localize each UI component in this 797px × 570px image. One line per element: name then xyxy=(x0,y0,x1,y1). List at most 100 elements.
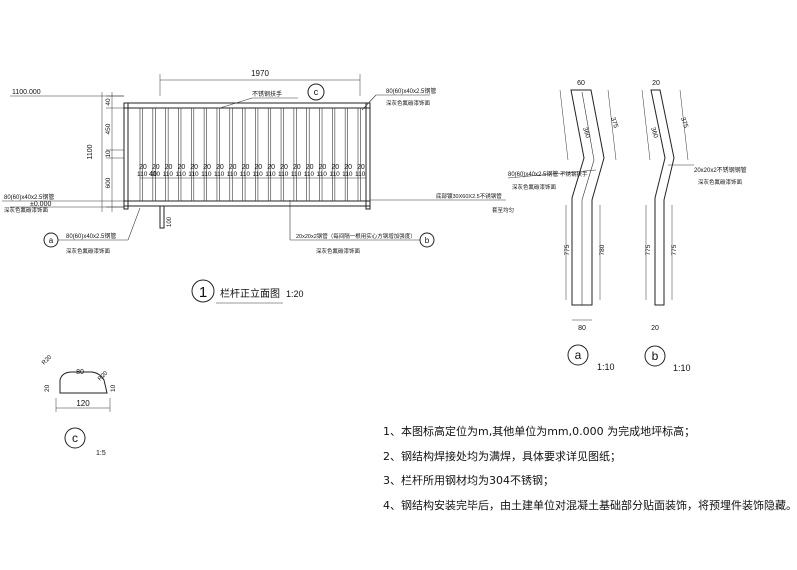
top-rail xyxy=(123,102,371,109)
detail-c-r2: R20 xyxy=(97,370,109,382)
detail-b-callout: b xyxy=(652,349,659,363)
seg-100-text: 100 xyxy=(167,216,173,227)
leader-line xyxy=(507,169,597,179)
pitch-top-label: 20 xyxy=(152,164,160,171)
detail-b: 20 360 375 775 775 20 20x20x2不锈钢钢管 深灰色氟碳… xyxy=(641,80,747,373)
baluster xyxy=(293,107,297,202)
baluster xyxy=(190,107,195,202)
detail-b-outline xyxy=(650,89,675,306)
baluster xyxy=(344,107,348,202)
pitch-top-label: 20 xyxy=(229,164,237,171)
seg-10-text: 10 xyxy=(105,150,112,158)
detail-a-dim1: 360 xyxy=(581,126,591,139)
detail-b-tube-label: 20x20x2不锈钢钢管 xyxy=(694,166,747,174)
baluster-label: 20x20x2钢管（每间隔一根用实心方钢增加强度） xyxy=(296,232,416,240)
level-top-text: 1100.000 xyxy=(12,89,41,96)
baluster xyxy=(357,107,361,202)
dim-line xyxy=(607,89,617,161)
baluster xyxy=(255,107,259,202)
callout-b-letter: b xyxy=(425,236,430,245)
detail-b-scale: 1:10 xyxy=(673,363,691,373)
callout-b-circle xyxy=(419,232,435,248)
cad-drawing: 1970 1100.000 ±0.000 1100 40 450 10 600 … xyxy=(2,69,747,457)
baluster xyxy=(139,107,143,202)
detail-a-top-dim: 60 xyxy=(577,80,585,87)
center-line xyxy=(581,159,595,201)
baluster xyxy=(178,107,182,202)
detail-a-dim2: 375 xyxy=(609,116,619,129)
pitch-top-label: 20 xyxy=(216,164,224,171)
pitch-bottom-label: 110 xyxy=(265,171,276,178)
bottom-left-tube-finish: 深灰色氟碳漆饰面 xyxy=(66,247,111,255)
detail-b-top-dim: 20 xyxy=(652,80,660,87)
baluster xyxy=(229,107,233,202)
baluster xyxy=(332,107,336,202)
pitch-top-label: 20 xyxy=(190,164,198,171)
detail-c-profile xyxy=(59,371,108,394)
baluster xyxy=(267,107,272,202)
pitch-bottom-label: 110 xyxy=(342,171,353,178)
leader-line xyxy=(219,97,253,109)
detail-a-bottom-dim: 80 xyxy=(578,325,586,332)
note-4: 4、钢结构安装完毕后，由土建单位对混凝土基础部分贴面装饰，将预埋件装饰隐藏。 xyxy=(383,498,797,512)
left-post xyxy=(123,102,129,210)
pitch-top-label: 20 xyxy=(344,164,352,171)
baluster xyxy=(319,107,323,202)
pitch-top-label: 20 xyxy=(293,164,301,171)
pitch-bottom-label: 110 xyxy=(278,171,289,178)
detail-a-callout-circle xyxy=(567,344,589,366)
detail-b-dim4: 775 xyxy=(671,244,678,255)
left-tube-label: 80(60)x40x2.5钢管 xyxy=(4,193,54,201)
detail-c: 120 R20 R20 80 20 10 c 1:5 xyxy=(41,354,117,457)
pitch-top-label: 20 xyxy=(254,164,262,171)
detail-a: 60 360 375 775 780 80 80(60)x40x2.5钢管 深灰… xyxy=(507,80,619,372)
pitch-top-label: 20 xyxy=(203,164,211,171)
pitch-top-label: 20 xyxy=(242,164,250,171)
note-2: 2、钢结构焊接处均为满焊，具体要求详见图纸； xyxy=(383,449,621,463)
seg-600-text: 600 xyxy=(105,177,112,188)
detail-a-finish-label: 深灰色氟碳漆饰面 xyxy=(512,183,557,191)
leader-line xyxy=(127,207,141,241)
post-label: 底部镀30X60X2.5不锈钢管 xyxy=(436,192,502,200)
title-number-circle xyxy=(191,279,215,303)
detail-b-dim1: 360 xyxy=(649,126,659,139)
note-3: 3、栏杆所用钢材均为304不锈钢； xyxy=(383,474,554,487)
seg-40-text: 40 xyxy=(105,98,112,106)
callout-c-letter: c xyxy=(314,87,319,97)
elevation-title: 栏杆正立面图 xyxy=(220,287,280,300)
pitch-top-label: 20 xyxy=(165,164,173,171)
pitch-bottom-label: 110 xyxy=(175,171,186,178)
detail-b-callout-circle xyxy=(644,345,666,367)
pitch-bottom-label: 110 xyxy=(252,171,263,178)
pitch-top-label: 20 xyxy=(139,164,147,171)
baluster xyxy=(216,107,220,202)
pitch-top-label: 20 xyxy=(306,164,314,171)
detail-a-dim3: 775 xyxy=(564,244,571,255)
leader-line xyxy=(361,94,377,111)
dim-line xyxy=(641,89,651,161)
detail-a-dim4: 780 xyxy=(599,244,606,255)
edge-40-text: 40 xyxy=(149,171,157,178)
post-anchor xyxy=(159,205,165,229)
detail-b-bottom-dim: 20 xyxy=(651,325,659,332)
detail-c-callout-circle xyxy=(64,427,86,449)
balusters xyxy=(139,107,361,202)
height-total-text: 1100 xyxy=(87,144,94,159)
top-tube-label: 80(60)x40x2.5钢管 xyxy=(386,87,436,95)
pitch-bottom-label: 110 xyxy=(291,171,302,178)
baluster-finish: 深灰色氟碳漆饰面 xyxy=(316,247,361,255)
detail-c-height: 20 xyxy=(44,384,51,392)
bottom-left-tube-label: 80(60)x40x2.5钢管 xyxy=(66,232,116,240)
pitch-bottom-label: 110 xyxy=(355,171,366,178)
post-note: 套至均匀 xyxy=(492,206,514,214)
title-number: 1 xyxy=(199,284,207,301)
detail-b-dim2: 375 xyxy=(679,116,689,129)
pitch-top-label: 20 xyxy=(280,164,288,171)
pitch-top-label: 20 xyxy=(267,164,275,171)
baluster xyxy=(203,107,207,202)
pitch-top-label: 20 xyxy=(331,164,339,171)
detail-c-right: 10 xyxy=(110,384,117,392)
pitch-bottom-label: 110 xyxy=(214,171,225,178)
pitch-bottom-label: 110 xyxy=(163,171,174,178)
